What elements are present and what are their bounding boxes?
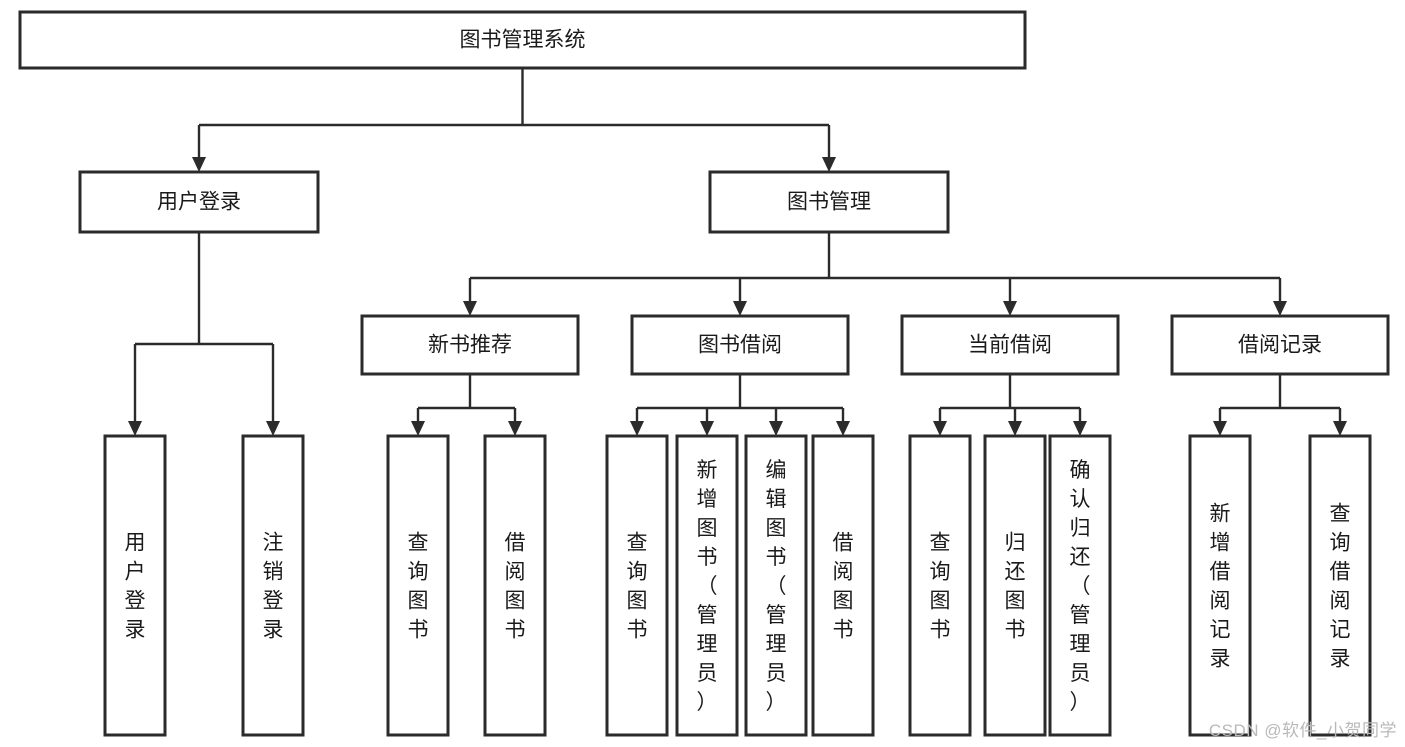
node-label: 图书借阅 bbox=[698, 334, 782, 357]
node-box bbox=[1188, 434, 1252, 737]
edge-group bbox=[933, 374, 1087, 436]
node-box bbox=[900, 314, 1120, 376]
node-root[interactable]: 图书管理系统 bbox=[18, 10, 1027, 70]
node-label: 图书管理系统 bbox=[460, 29, 586, 52]
node-label: 确认归还（管理员） bbox=[1070, 459, 1091, 714]
node-box bbox=[605, 434, 669, 737]
node-box bbox=[708, 170, 950, 234]
edge-group bbox=[1213, 374, 1347, 436]
node-label: 新增图书（管理员） bbox=[697, 459, 718, 714]
edges-layer bbox=[128, 68, 1347, 436]
edge-group bbox=[630, 374, 850, 436]
node-leaf-query-book-1[interactable]: 查询图书 bbox=[386, 434, 450, 737]
node-leaf-return-book[interactable]: 归还图书 bbox=[983, 434, 1047, 737]
node-current-borrow[interactable]: 当前借阅 bbox=[900, 314, 1120, 376]
node-box bbox=[908, 434, 972, 737]
node-label: 借阅图书 bbox=[833, 532, 854, 642]
node-label: 借阅记录 bbox=[1238, 334, 1322, 357]
node-box bbox=[78, 170, 320, 234]
node-leaf-user-login[interactable]: 用户登录 bbox=[103, 434, 167, 737]
node-box bbox=[1048, 434, 1112, 737]
node-leaf-query-book-2[interactable]: 查询图书 bbox=[605, 434, 669, 737]
node-box bbox=[630, 314, 850, 376]
node-label: 用户登录 bbox=[125, 532, 146, 642]
edge-group bbox=[192, 68, 836, 172]
node-box bbox=[483, 434, 547, 737]
edge-group bbox=[463, 232, 1287, 316]
node-leaf-add-book[interactable]: 新增图书（管理员） bbox=[675, 434, 739, 737]
node-label: 查询图书 bbox=[408, 532, 429, 642]
node-label: 查询图书 bbox=[930, 532, 951, 642]
node-box bbox=[744, 434, 808, 737]
node-book-borrow[interactable]: 图书借阅 bbox=[630, 314, 850, 376]
node-label: 新增借阅记录 bbox=[1210, 503, 1231, 671]
node-label: 用户登录 bbox=[157, 191, 241, 214]
watermark-label: CSDN @软件_小贺同学 bbox=[1208, 721, 1397, 740]
node-label: 查询借阅记录 bbox=[1330, 503, 1351, 671]
node-new-book-rec[interactable]: 新书推荐 bbox=[360, 314, 580, 376]
nodes-layer: 图书管理系统用户登录图书管理新书推荐图书借阅当前借阅借阅记录用户登录注销登录查询… bbox=[18, 10, 1390, 737]
edge-group bbox=[411, 374, 522, 436]
node-user-login[interactable]: 用户登录 bbox=[78, 170, 320, 234]
node-label: 当前借阅 bbox=[968, 334, 1052, 357]
node-leaf-borrow-book-2[interactable]: 借阅图书 bbox=[811, 434, 875, 737]
node-box bbox=[1308, 434, 1372, 737]
node-label: 归还图书 bbox=[1005, 532, 1026, 642]
node-leaf-query-record[interactable]: 查询借阅记录 bbox=[1308, 434, 1372, 737]
node-label: 借阅图书 bbox=[505, 532, 526, 642]
node-box bbox=[983, 434, 1047, 737]
node-label: 查询图书 bbox=[627, 532, 648, 642]
node-book-manage[interactable]: 图书管理 bbox=[708, 170, 950, 234]
node-label: 注销登录 bbox=[263, 532, 284, 642]
node-leaf-edit-book[interactable]: 编辑图书（管理员） bbox=[744, 434, 808, 737]
node-box bbox=[811, 434, 875, 737]
node-leaf-confirm-return[interactable]: 确认归还（管理员） bbox=[1048, 434, 1112, 737]
node-leaf-borrow-book-1[interactable]: 借阅图书 bbox=[483, 434, 547, 737]
node-box bbox=[360, 314, 580, 376]
node-box bbox=[241, 434, 305, 737]
node-box bbox=[675, 434, 739, 737]
node-borrow-record[interactable]: 借阅记录 bbox=[1170, 314, 1390, 376]
node-box bbox=[18, 10, 1027, 70]
node-label: 编辑图书（管理员） bbox=[766, 459, 787, 714]
node-box bbox=[103, 434, 167, 737]
node-leaf-query-book-3[interactable]: 查询图书 bbox=[908, 434, 972, 737]
edge-group bbox=[128, 232, 280, 436]
node-label: 新书推荐 bbox=[428, 334, 512, 357]
node-box bbox=[386, 434, 450, 737]
node-leaf-add-record[interactable]: 新增借阅记录 bbox=[1188, 434, 1252, 737]
node-label: 图书管理 bbox=[787, 191, 871, 214]
node-box bbox=[1170, 314, 1390, 376]
node-leaf-user-logout[interactable]: 注销登录 bbox=[241, 434, 305, 737]
